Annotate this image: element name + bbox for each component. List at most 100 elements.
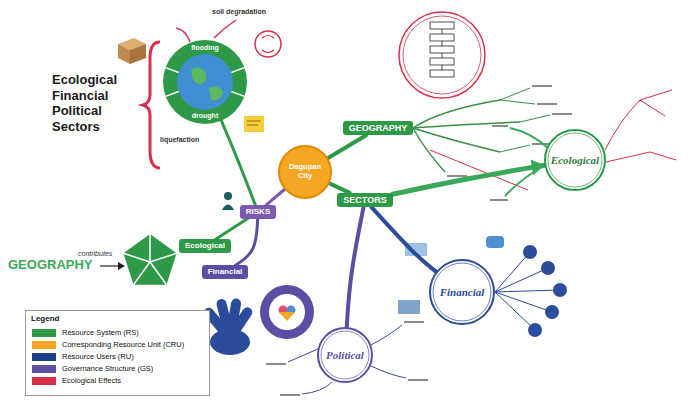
branch-connector [235, 219, 257, 266]
flow-box [430, 46, 454, 53]
connector-group [266, 189, 285, 205]
cycle-symbol [255, 31, 281, 57]
hazard-ring: floodingdrought [163, 40, 247, 124]
globe-land [191, 67, 223, 100]
financial-bubble [528, 323, 542, 337]
branch-connector [329, 183, 349, 192]
legend-row: Resource System (RS) [32, 329, 139, 338]
sector-circle: Ecological [544, 129, 606, 191]
legend-swatch [32, 365, 56, 373]
arrowhead [118, 262, 125, 270]
branch-connector [215, 219, 247, 240]
flow-box [430, 58, 454, 65]
circle-shape [318, 328, 372, 382]
node-text: RISKS [246, 207, 270, 216]
legend-row: Corresponding Resource Unit (CRU) [32, 341, 184, 350]
photo-icon [486, 236, 504, 248]
governance-circle [260, 285, 314, 339]
legend-text: Resource Users (RU) [62, 353, 134, 362]
node-text: Ecological [185, 241, 225, 250]
tiny-text-mark [490, 126, 508, 200]
person-icon [222, 205, 234, 211]
ring-divider [231, 92, 244, 97]
ring-outline [163, 40, 247, 124]
legend-text: Governance Structure (GS) [62, 365, 153, 374]
connector-group [347, 207, 364, 327]
ring-shape [163, 40, 247, 124]
effect-label: liquefaction [160, 136, 199, 144]
node-text: Dagupan City [284, 163, 326, 180]
node-text: drought [163, 112, 247, 120]
diagram-title: Ecological Financial Political Sectors [52, 72, 142, 134]
branch-connector [393, 165, 545, 194]
branch-connector [372, 207, 437, 271]
branch-connector [328, 135, 366, 158]
legend-swatch [32, 353, 56, 361]
branch-connector [221, 121, 255, 206]
legend-row: Resource Users (RU) [32, 353, 134, 362]
effects-circle [399, 12, 485, 98]
effect-label: soil degradation [212, 8, 266, 16]
branch-band: SECTORS [337, 193, 392, 207]
node-text: Ecological [551, 154, 599, 167]
branch-band: GEOGRAPHY [343, 121, 414, 135]
effect-arrow [214, 20, 236, 38]
financial-bubble [541, 261, 555, 275]
cycle-symbol [262, 36, 274, 53]
hand-palm [210, 329, 250, 355]
ring-divider [166, 92, 179, 97]
legend-row: Ecological Effects [32, 377, 121, 386]
flow-box [430, 70, 454, 77]
node-text: Financial [208, 267, 243, 276]
arrowhead [531, 159, 545, 175]
connector-group [393, 159, 545, 194]
effect-arrow [176, 28, 190, 42]
financial-link [495, 252, 560, 330]
node-text: Political [326, 349, 364, 362]
flow-box [430, 34, 454, 41]
ecological-branch [505, 128, 548, 196]
connector-group [235, 219, 257, 266]
branch-band: Ecological [179, 239, 231, 252]
box-icon [118, 44, 130, 64]
legend-swatch [32, 341, 56, 349]
section-heading: GEOGRAPHY [8, 258, 93, 273]
legend-row: Governance Structure (GS) [32, 365, 153, 374]
geography-branch [413, 128, 445, 172]
financial-bubble [553, 283, 567, 297]
legend-text: Corresponding Resource Unit (CRU) [62, 341, 184, 350]
connector-group [328, 135, 366, 158]
pentagon-divider [123, 234, 176, 285]
ring-divider [231, 68, 244, 73]
branch-connector [266, 189, 285, 205]
box-icon [130, 44, 146, 64]
sector-circle: Political [317, 327, 373, 383]
sector-circle: Financial [429, 259, 495, 325]
node-text: Financial [440, 286, 485, 299]
pentagon-fan [123, 234, 176, 285]
node-text: GEOGRAPHY [349, 123, 408, 133]
legend-heading: Legend [31, 314, 59, 323]
branch-connector [347, 207, 364, 327]
hub-circle: Dagupan City [278, 145, 332, 199]
legend-text: Resource System (RS) [62, 329, 139, 338]
arrow-label: contributes [78, 250, 112, 258]
circle-shape [545, 130, 605, 190]
branch-band: Financial [202, 265, 249, 278]
contributes-arrow [100, 265, 118, 266]
legend-swatch [32, 329, 56, 337]
financial-bubble [545, 305, 559, 319]
ring-divider [166, 68, 179, 73]
flow-box [430, 22, 454, 29]
legend-text: Ecological Effects [62, 377, 121, 386]
globe [177, 54, 233, 110]
sticky-note [244, 116, 264, 132]
circle-shape [430, 260, 494, 324]
tiny-text-mark [266, 322, 428, 395]
sticky-note-lines [247, 121, 261, 125]
circle-inner-line [548, 133, 602, 187]
branch-band: RISKS [240, 205, 276, 218]
person-icon [224, 192, 232, 200]
red-bracket [143, 42, 160, 168]
heart-icon [279, 312, 295, 321]
